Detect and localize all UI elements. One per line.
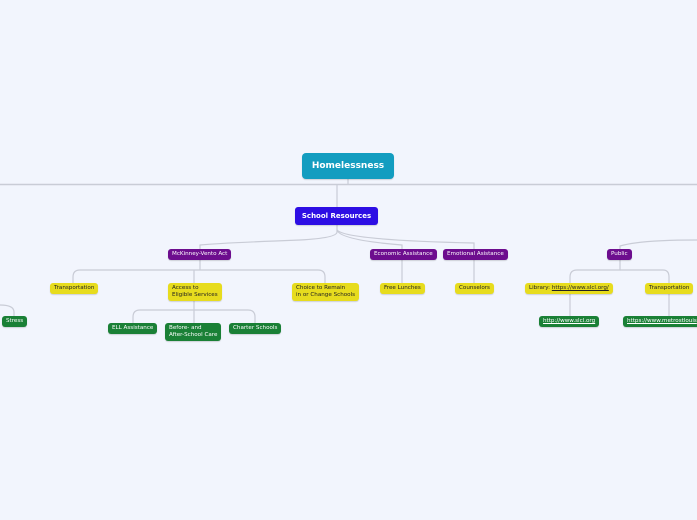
library-link[interactable]: https://www.slcl.org/ (551, 285, 609, 291)
node-before-after-school-care[interactable]: Before- and After-School Care (165, 323, 222, 341)
node-public[interactable]: Public (607, 249, 632, 260)
node-economic-assistance[interactable]: Economic Assistance (370, 249, 437, 260)
node-access-eligible-services[interactable]: Access to Eligible Services (168, 283, 222, 301)
node-school-resources[interactable]: School Resources (295, 207, 378, 225)
node-emotional-assistance[interactable]: Emotional Asistance (443, 249, 508, 260)
node-mckinney-vento-act[interactable]: McKinney-Vento Act (168, 249, 232, 260)
node-free-lunches[interactable]: Free Lunches (380, 283, 425, 294)
library-label: Library: (529, 285, 552, 291)
node-metro-link[interactable]: https://www.metrostlouis (623, 316, 697, 327)
node-ell-assistance[interactable]: ELL Assistance (108, 323, 158, 334)
root-node-homelessness[interactable]: Homelessness (302, 153, 394, 179)
node-transportation[interactable]: Transportation (50, 283, 99, 294)
node-choice-to-remain[interactable]: Choice to Remain in or Change Schools (292, 283, 360, 301)
node-charter-schools[interactable]: Charter Schools (229, 323, 282, 334)
node-stress[interactable]: Stress (2, 316, 28, 327)
node-slcl-link[interactable]: http://www.slcl.org (539, 316, 600, 327)
node-public-transportation[interactable]: Transportation (645, 283, 694, 294)
node-library[interactable]: Library: https://www.slcl.org/ (525, 283, 613, 294)
node-counselors[interactable]: Counselors (455, 283, 494, 294)
